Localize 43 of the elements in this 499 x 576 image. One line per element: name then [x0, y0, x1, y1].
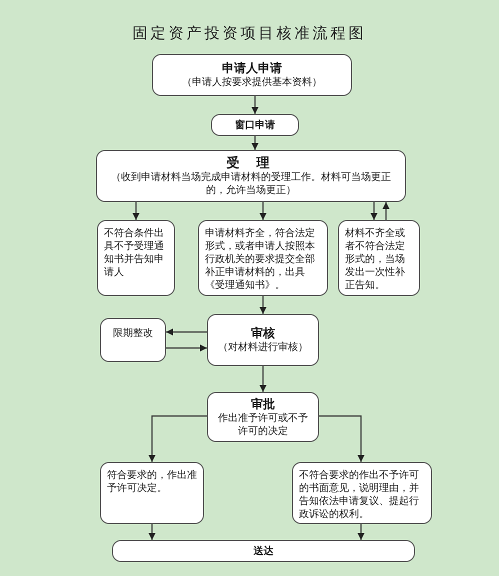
- process-box: [338, 220, 420, 296]
- process-box: [198, 220, 328, 296]
- box-text: 送达: [254, 544, 274, 558]
- box-text: 限期整改: [113, 327, 153, 340]
- box-text: （收到申请材料当场完成申请材料的受理工作。材料可当场更正的，允许当场更正）: [110, 170, 392, 196]
- box-text: 不符合条件出具不予受理通知书并告知申请人: [104, 227, 165, 279]
- arrow: [319, 415, 364, 462]
- arrow: [358, 524, 364, 540]
- box-text: 窗口申请: [235, 118, 275, 132]
- box-text: （申请人按要求提供基本资料）: [182, 76, 322, 89]
- process-box: [97, 220, 175, 296]
- box-heading: 审核: [251, 326, 275, 341]
- box-text: 不符合要求的作出不予许可的书面意见，说明理由，并告知依法申请复议、提起行政诉讼的权利。: [299, 469, 420, 521]
- box-text: 材料不齐全或者不符合法定形式的，当场发出一次性补正告知。: [345, 227, 406, 292]
- box-text: 申请材料齐全，符合法定形式，或者申请人按照本行政机关的要求提交全部补正申请材料的，出具《受理通知书》。: [205, 227, 316, 292]
- box-heading: 审批: [251, 396, 275, 412]
- box-heading: 申请人申请: [222, 61, 282, 76]
- process-box: [152, 54, 352, 96]
- arrow: [252, 96, 258, 114]
- box-text: 符合要求的，作出准予许可决定。: [107, 469, 197, 495]
- box-heading: 受 理: [226, 156, 276, 170]
- process-box: [96, 150, 406, 202]
- process-box: [100, 318, 166, 362]
- arrow: [252, 136, 258, 150]
- arrow: [370, 202, 378, 220]
- arrow: [166, 344, 207, 352]
- arrow: [260, 296, 266, 314]
- process-box: [292, 462, 432, 524]
- process-box: [211, 114, 299, 136]
- arrow: [260, 366, 266, 392]
- arrow: [132, 202, 140, 220]
- process-box: [207, 392, 319, 442]
- diagram-title: 固定资产投资项目核准流程图: [132, 24, 366, 43]
- process-box: [100, 462, 204, 524]
- arrow: [166, 328, 207, 336]
- arrow: [260, 202, 266, 220]
- box-text: 作出准予许可或不予许可的决定: [217, 412, 309, 438]
- arrow: [148, 524, 156, 540]
- process-box: [207, 314, 319, 366]
- box-text: （对材料进行审核）: [218, 341, 308, 354]
- process-box: [112, 540, 415, 562]
- arrow: [148, 415, 207, 462]
- arrow: [382, 202, 390, 220]
